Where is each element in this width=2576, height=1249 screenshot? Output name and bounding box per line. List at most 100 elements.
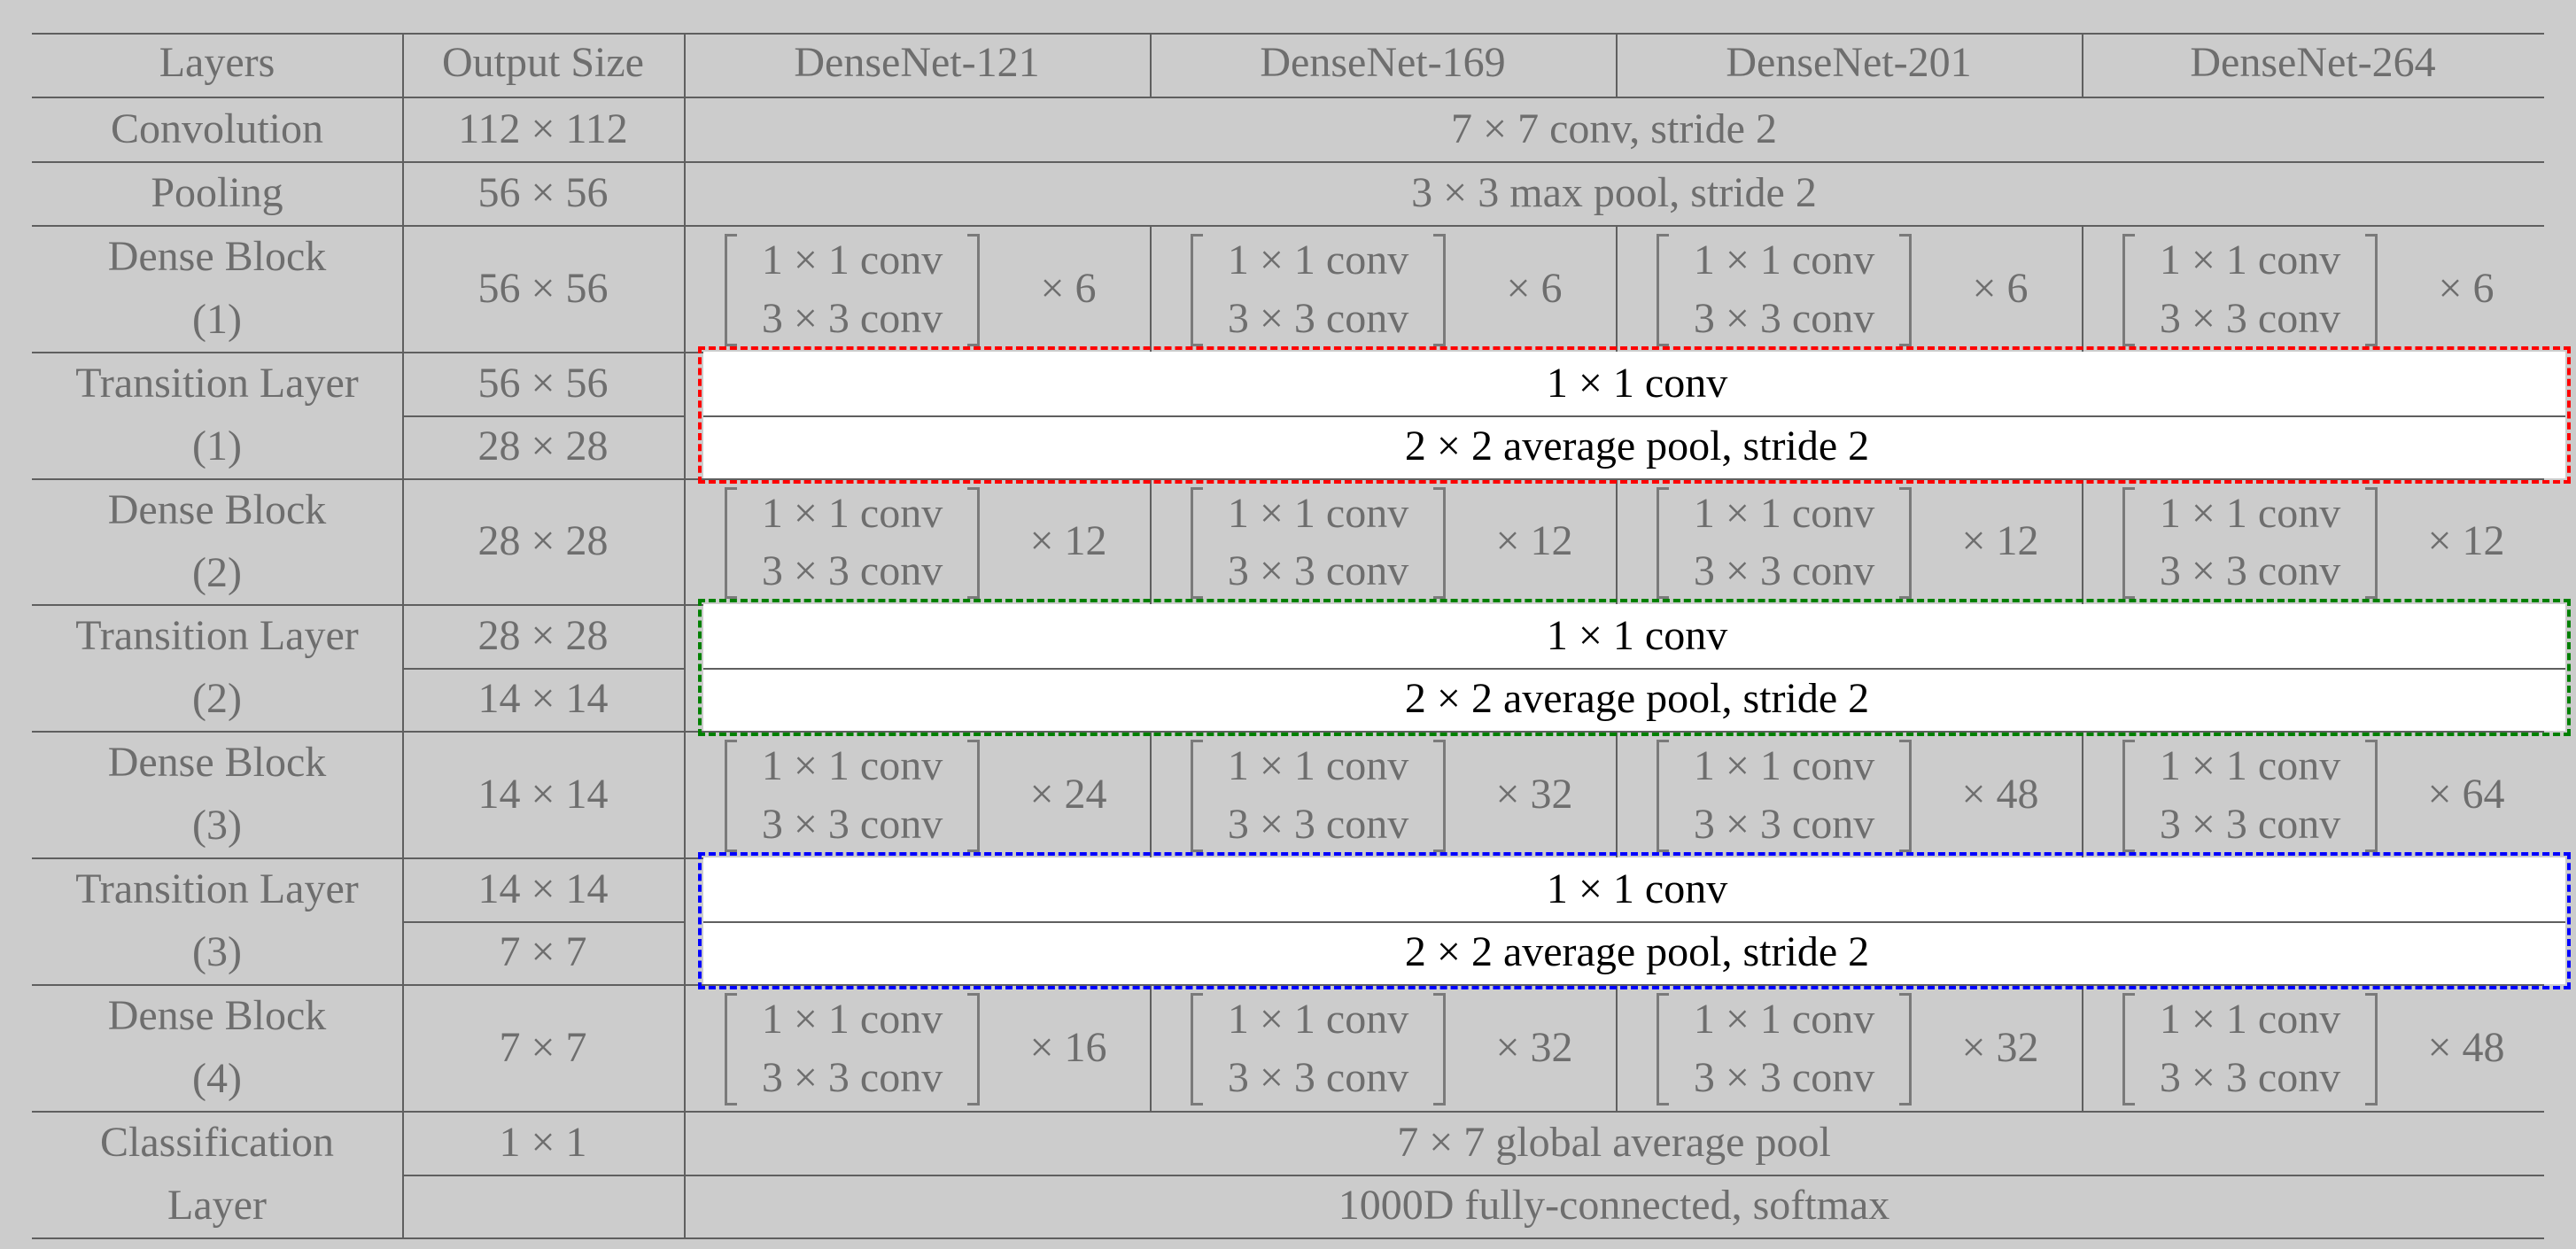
conv-op: 3 × 3 conv	[2159, 294, 2341, 342]
conv-op: 3 × 3 conv	[761, 800, 943, 848]
conv-op: 1 × 1 conv	[761, 742, 943, 790]
matrix-bracket-left	[725, 993, 737, 1105]
matrix-bracket-right	[1899, 993, 1912, 1105]
matrix-bracket-right	[967, 740, 980, 852]
column-rule	[1616, 225, 1618, 352]
transition-highlight-box	[698, 346, 2571, 484]
block-repeat-count: × 6	[2438, 264, 2495, 312]
output-size: 7 × 7	[499, 1023, 587, 1071]
output-size: 56 × 56	[477, 264, 609, 312]
row-rule	[32, 731, 2544, 733]
transition-highlight-box	[698, 599, 2571, 736]
layer-name: Classification	[100, 1118, 334, 1166]
column-rule	[402, 33, 404, 1237]
conv-op: 3 × 3 conv	[1693, 800, 1875, 848]
layer-name: (1)	[192, 423, 242, 470]
row-rule	[32, 478, 2544, 480]
conv-op: 3 × 3 conv	[1227, 547, 1409, 595]
conv-op: 1 × 1 conv	[1227, 237, 1409, 284]
conv-op: 1 × 1 conv	[761, 996, 943, 1043]
layer-name: Dense Block	[107, 232, 327, 280]
matrix-bracket-left	[2122, 993, 2135, 1105]
conv-op: 3 × 3 conv	[1693, 294, 1875, 342]
layer-name: Transition Layer	[75, 865, 359, 912]
matrix-bracket-right	[1433, 993, 1446, 1105]
conv-op: 1 × 1 conv	[1227, 996, 1409, 1043]
column-rule	[2082, 225, 2083, 352]
column-rule	[1150, 731, 1152, 857]
layer-operation: 7 × 7 global average pool	[1397, 1118, 1831, 1166]
conv-op: 1 × 1 conv	[2159, 996, 2341, 1043]
matrix-bracket-right	[1433, 234, 1446, 346]
layer-name: Transition Layer	[75, 611, 359, 659]
column-rule	[1616, 984, 1618, 1111]
output-size: 28 × 28	[477, 517, 609, 564]
conv-op: 3 × 3 conv	[1227, 800, 1409, 848]
conv-op: 1 × 1 conv	[1227, 489, 1409, 537]
output-size: 14 × 14	[477, 770, 609, 818]
matrix-bracket-left	[725, 487, 737, 599]
transition-operation: 1 × 1 conv	[1546, 359, 1728, 407]
column-rule	[1150, 33, 1152, 97]
conv-op: 3 × 3 conv	[2159, 800, 2341, 848]
block-repeat-count: × 12	[1961, 517, 2039, 564]
conv-op: 3 × 3 conv	[1693, 547, 1875, 595]
conv-op: 1 × 1 conv	[1693, 489, 1875, 537]
column-rule	[684, 33, 686, 1237]
layer-operation: 7 × 7 conv, stride 2	[1451, 105, 1777, 152]
row-rule	[32, 161, 2544, 163]
conv-op: 1 × 1 conv	[2159, 237, 2341, 284]
matrix-bracket-left	[1657, 993, 1669, 1105]
output-size: 1 × 1	[499, 1118, 587, 1166]
matrix-bracket-right	[1433, 487, 1446, 599]
column-header: Layers	[159, 39, 275, 86]
output-size: 28 × 28	[477, 423, 609, 470]
matrix-bracket-right	[1433, 740, 1446, 852]
transition-operation: 1 × 1 conv	[1546, 611, 1728, 659]
matrix-bracket-left	[1657, 740, 1669, 852]
layer-name: (1)	[192, 296, 242, 344]
block-repeat-count: × 64	[2427, 770, 2505, 818]
matrix-bracket-right	[2365, 993, 2378, 1105]
conv-op: 1 × 1 conv	[761, 489, 943, 537]
block-repeat-count: × 6	[1972, 264, 2029, 312]
layer-operation: 1000D fully-connected, softmax	[1338, 1182, 1890, 1230]
matrix-bracket-right	[1899, 740, 1912, 852]
conv-op: 3 × 3 conv	[761, 1053, 943, 1101]
block-repeat-count: × 32	[1495, 1023, 1573, 1071]
output-size: 56 × 56	[477, 359, 609, 407]
conv-op: 1 × 1 conv	[2159, 742, 2341, 790]
conv-op: 3 × 3 conv	[1227, 294, 1409, 342]
layer-name: (4)	[192, 1055, 242, 1103]
layer-name: (3)	[192, 802, 242, 849]
conv-op: 1 × 1 conv	[761, 237, 943, 284]
transition-operation: 2 × 2 average pool, stride 2	[1404, 928, 1870, 976]
matrix-bracket-right	[967, 487, 980, 599]
sub-row-rule	[402, 920, 684, 923]
layer-name: (3)	[192, 928, 242, 976]
layer-operation: 3 × 3 max pool, stride 2	[1411, 169, 1817, 216]
layer-name: (2)	[192, 548, 242, 596]
column-header: Output Size	[442, 39, 644, 86]
layer-name: Transition Layer	[75, 359, 359, 407]
matrix-bracket-right	[1899, 487, 1912, 599]
column-header: DenseNet-201	[1726, 39, 1972, 86]
sub-row-rule	[703, 415, 2565, 417]
block-repeat-count: × 12	[1495, 517, 1573, 564]
matrix-bracket-left	[1191, 487, 1203, 599]
block-repeat-count: × 12	[2427, 517, 2505, 564]
matrix-bracket-left	[1191, 740, 1203, 852]
column-header: DenseNet-169	[1260, 39, 1506, 86]
column-rule	[2082, 984, 2083, 1111]
layer-name: Layer	[167, 1182, 267, 1230]
block-repeat-count: × 32	[1961, 1023, 2039, 1071]
sub-row-rule	[703, 667, 2565, 670]
column-rule	[1150, 225, 1152, 352]
block-repeat-count: × 48	[1961, 770, 2039, 818]
matrix-bracket-left	[1191, 993, 1203, 1105]
sub-row-rule	[684, 1174, 2544, 1176]
block-repeat-count: × 48	[2427, 1023, 2505, 1071]
transition-operation: 1 × 1 conv	[1546, 865, 1728, 912]
matrix-bracket-left	[1657, 234, 1669, 346]
